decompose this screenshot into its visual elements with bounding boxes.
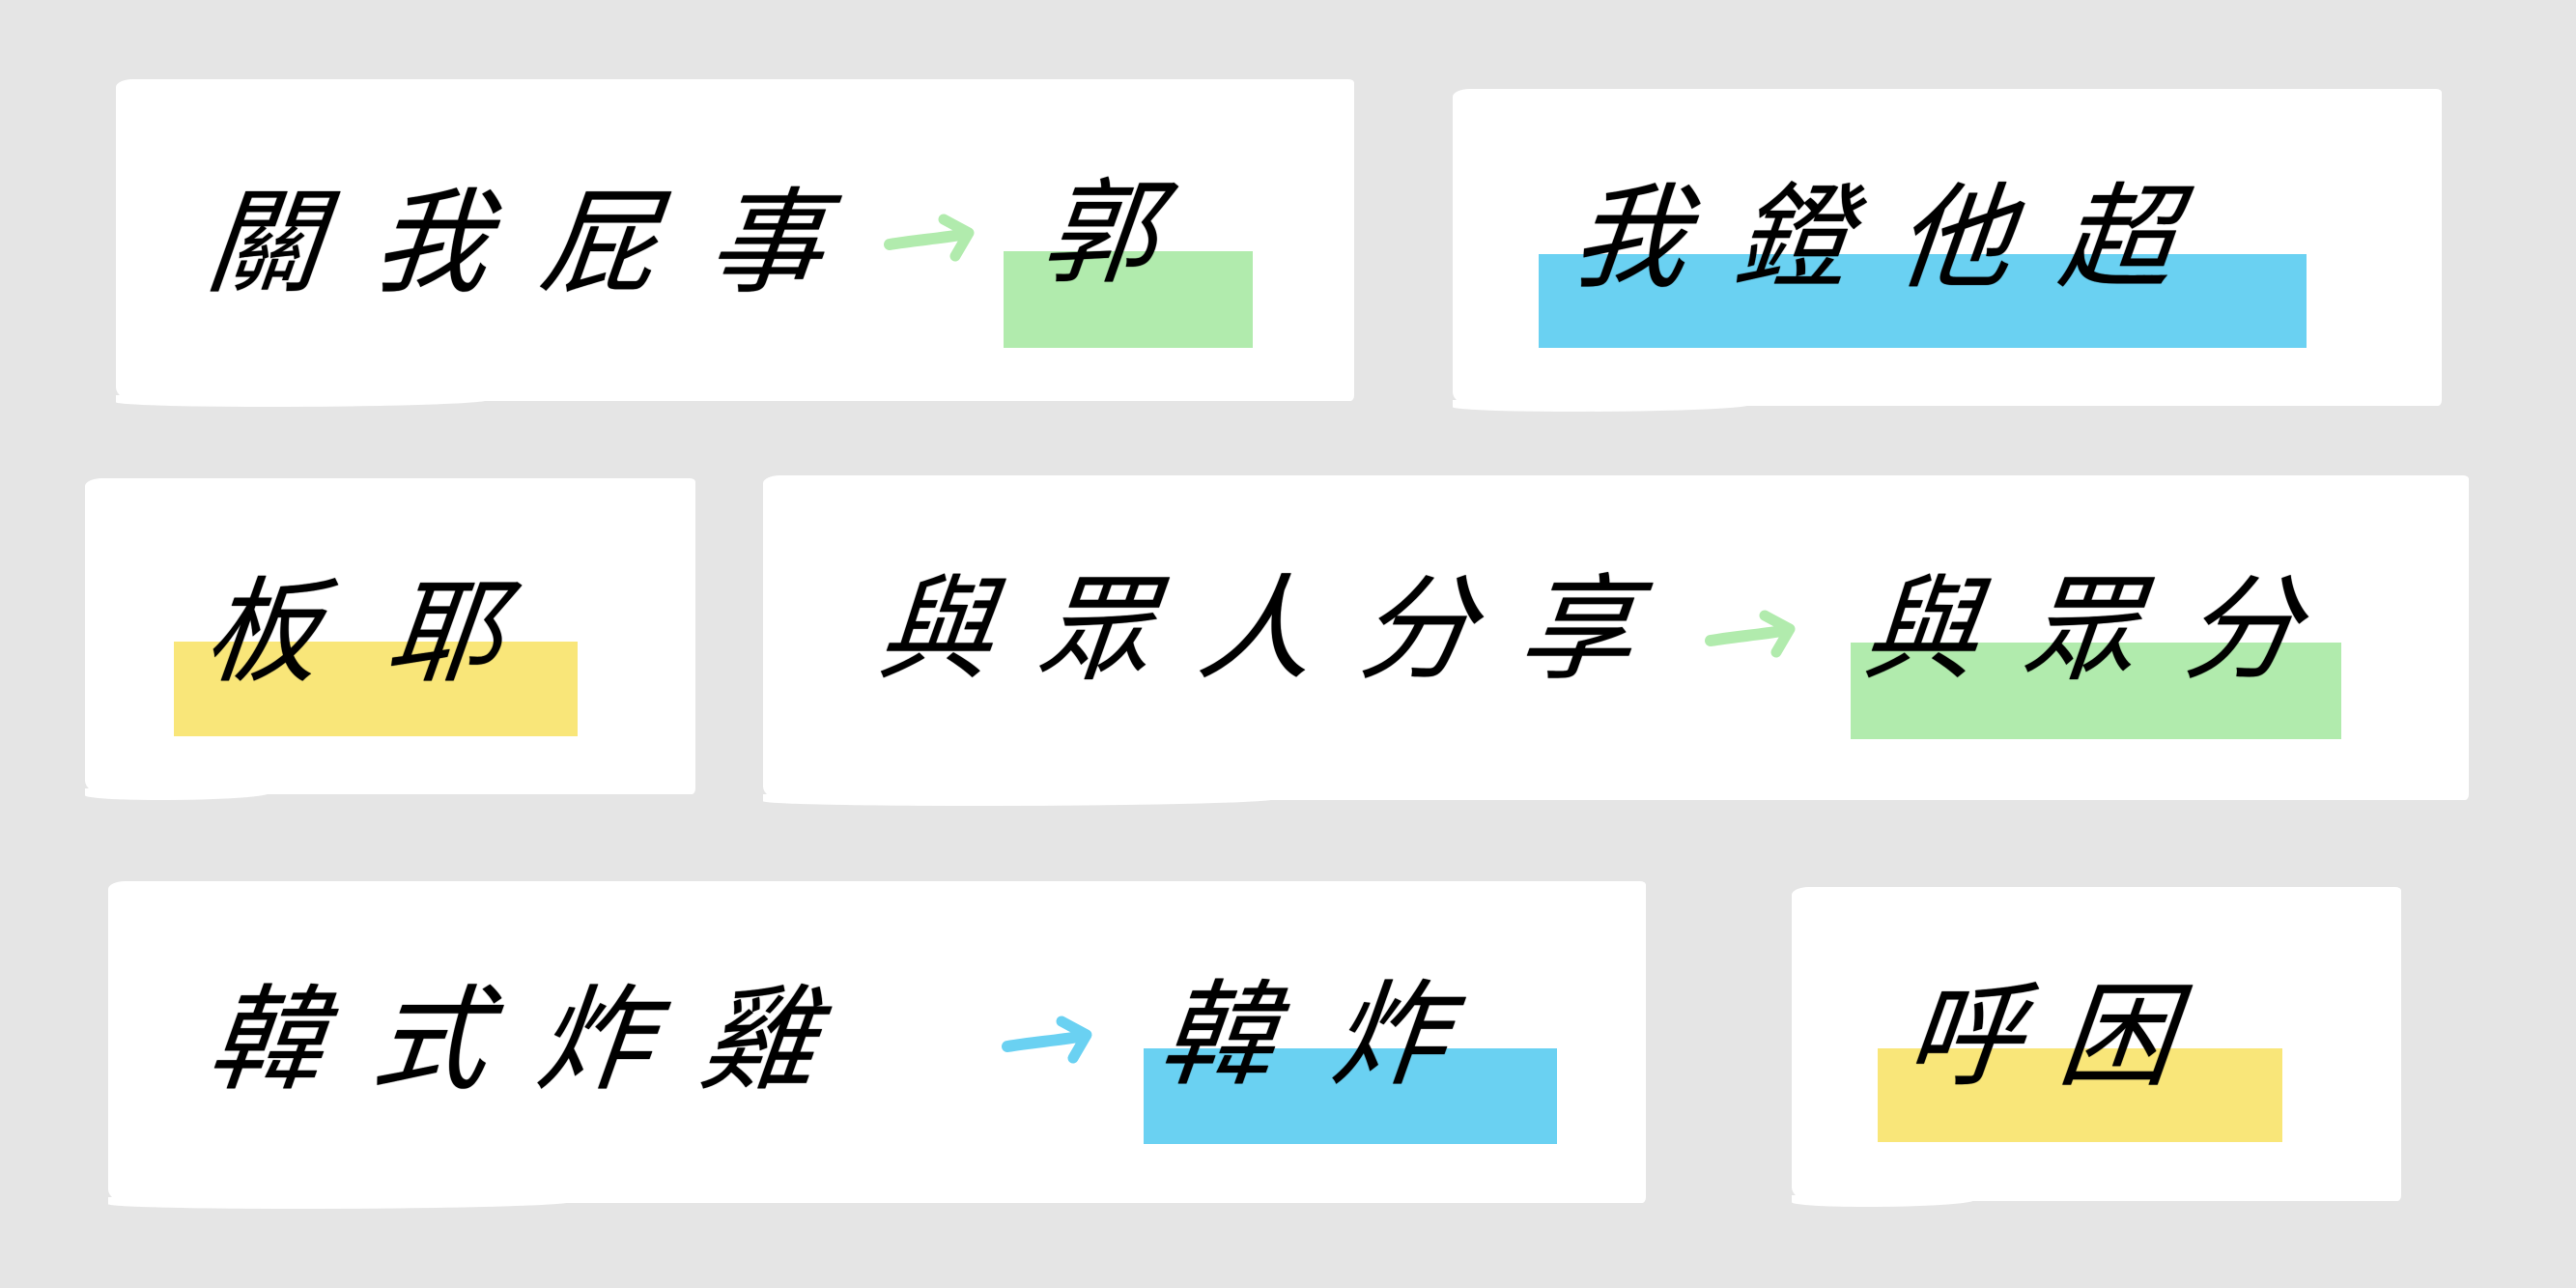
card-guan-wo-pi-shi: 關我屁事 郭 <box>116 79 1354 407</box>
phrase-text: 關我屁事 <box>200 176 884 309</box>
card-han-shi-zha-ji: 韓式炸雞 韓炸 <box>108 881 1646 1209</box>
phrase-text: 板耶 <box>198 565 577 699</box>
abbreviation-text: 與眾分 <box>1856 562 2353 696</box>
highlight-bar <box>174 642 578 736</box>
highlight-bar <box>1851 643 2341 739</box>
card-hu-kun: 呼困 <box>1792 887 2401 1207</box>
card-ban-ye: 板耶 <box>85 478 695 800</box>
abbreviation-text: 郭 <box>1035 166 1203 300</box>
highlight-bar <box>1878 1048 2282 1142</box>
highlight-bar <box>1539 254 2307 348</box>
phrase-text: 呼困 <box>1900 969 2221 1102</box>
highlight-bar <box>1004 251 1253 348</box>
card-yu-zhong-ren-fen-xiang: 與眾人分享 與眾分 <box>763 475 2469 806</box>
right-arrow-icon <box>1002 1012 1098 1066</box>
abbreviation-text: 韓炸 <box>1153 968 1513 1102</box>
card-wo-deng-ta-chao: 我鐙他超 <box>1453 89 2442 412</box>
phrase-text: 韓式炸雞 <box>202 973 874 1106</box>
phrase-text: 與眾人分享 <box>871 562 1688 696</box>
right-arrow-icon <box>884 210 980 264</box>
highlight-bar <box>1144 1048 1557 1144</box>
right-arrow-icon <box>1705 606 1801 660</box>
phrase-text: 我鐙他超 <box>1566 171 2230 304</box>
